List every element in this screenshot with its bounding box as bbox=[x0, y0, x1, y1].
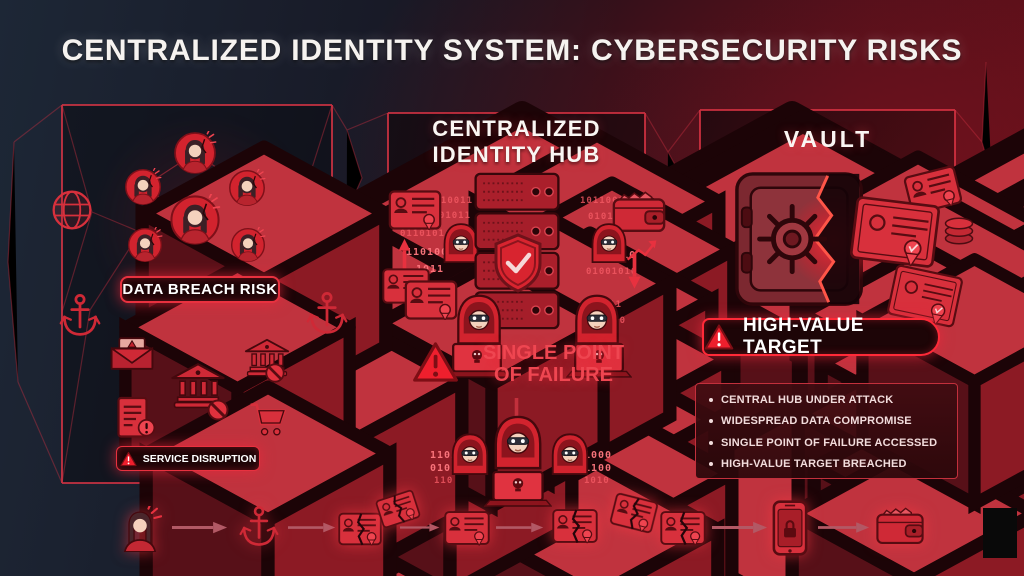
envelope-alert-icon bbox=[110, 335, 154, 372]
globe-icon bbox=[50, 188, 94, 232]
warning-triangle-icon bbox=[120, 451, 137, 467]
user-avatar-icon bbox=[228, 169, 266, 207]
service-disruption-label: SERVICE DISRUPTION bbox=[142, 452, 257, 465]
spof-warning: SINGLE POINT OF FAILURE bbox=[466, 342, 641, 386]
bullet-text: WIDESPREAD DATA COMPROMISE bbox=[721, 415, 912, 428]
flow-arrow-icon bbox=[288, 521, 336, 534]
redacted-box bbox=[983, 508, 1017, 558]
bullet-text: HIGH-VALUE TARGET BREACHED bbox=[721, 457, 907, 470]
vault-bullet-list: CENTRAL HUB UNDER ATTACK WIDESPREAD DATA… bbox=[695, 383, 958, 479]
hub-title-line1: CENTRALIZED bbox=[432, 116, 601, 141]
flow-arrow-icon bbox=[712, 521, 768, 534]
spof-line2: OF FAILURE bbox=[494, 364, 613, 386]
certificate-icon bbox=[848, 195, 941, 269]
anchor-icon bbox=[58, 292, 102, 340]
bullet-text: SINGLE POINT OF FAILURE ACCESSED bbox=[721, 436, 938, 449]
data-breach-risk-badge: DATA BREACH RISK bbox=[120, 276, 280, 303]
document-alert-icon bbox=[115, 396, 157, 442]
anchor-icon bbox=[238, 504, 280, 550]
user-avatar-icon bbox=[127, 227, 163, 263]
flow-arrow-icon bbox=[818, 521, 870, 534]
user-avatar-icon bbox=[124, 168, 162, 206]
list-item: WIDESPREAD DATA COMPROMISE bbox=[709, 415, 949, 427]
hacker-icon bbox=[546, 432, 594, 477]
high-value-target-badge: HIGH-VALUE TARGET bbox=[702, 315, 940, 358]
broken-credential-icon bbox=[552, 508, 598, 544]
flow-arrow-icon bbox=[172, 521, 228, 534]
hacker-icon bbox=[568, 293, 626, 347]
cart-icon bbox=[248, 400, 290, 439]
bullet-text: CENTRAL HUB UNDER ATTACK bbox=[721, 394, 894, 406]
flow-arrow-icon bbox=[496, 521, 544, 534]
broken-credential-icon bbox=[660, 510, 706, 546]
hacker-icon bbox=[586, 222, 632, 265]
coins-icon bbox=[942, 216, 976, 246]
user-avatar-icon bbox=[169, 194, 221, 246]
data-breach-risk-label: DATA BREACH RISK bbox=[122, 281, 278, 298]
credential-icon bbox=[444, 510, 490, 546]
blocked-icon bbox=[264, 362, 286, 384]
laptop-skull-icon bbox=[484, 470, 552, 508]
id-card-icon bbox=[388, 190, 442, 230]
spof-line1: SINGLE POINT bbox=[482, 342, 625, 364]
user-avatar-icon bbox=[173, 131, 217, 175]
phone-lock-icon bbox=[772, 500, 808, 556]
list-item: SINGLE POINT OF FAILURE ACCESSED bbox=[709, 437, 949, 449]
service-disruption-badge: SERVICE DISRUPTION bbox=[116, 446, 260, 471]
flow-arrow-icon bbox=[400, 521, 440, 534]
user-icon bbox=[118, 506, 162, 552]
broken-credential-icon bbox=[338, 512, 382, 546]
list-item: HIGH-VALUE TARGET BREACHED bbox=[709, 458, 949, 470]
warning-triangle-icon bbox=[412, 340, 459, 384]
shield-check-icon bbox=[492, 233, 544, 293]
anchor-icon bbox=[305, 290, 349, 338]
list-item: CENTRAL HUB UNDER ATTACK bbox=[709, 394, 949, 406]
page-title: CENTRALIZED IDENTITY SYSTEM: CYBERSECURI… bbox=[61, 34, 963, 67]
wallet-icon bbox=[876, 506, 924, 546]
vault-title: VAULT bbox=[783, 126, 873, 152]
hacker-icon bbox=[450, 293, 508, 347]
hub-title-line2: IDENTITY HUB bbox=[432, 142, 601, 167]
high-value-target-label: HIGH-VALUE TARGET bbox=[743, 315, 864, 358]
user-avatar-icon bbox=[230, 227, 266, 263]
warning-triangle-icon bbox=[704, 323, 734, 351]
hub-title: CENTRALIZED IDENTITY HUB bbox=[390, 116, 643, 168]
blocked-icon bbox=[206, 398, 230, 422]
hacker-icon bbox=[487, 414, 549, 472]
